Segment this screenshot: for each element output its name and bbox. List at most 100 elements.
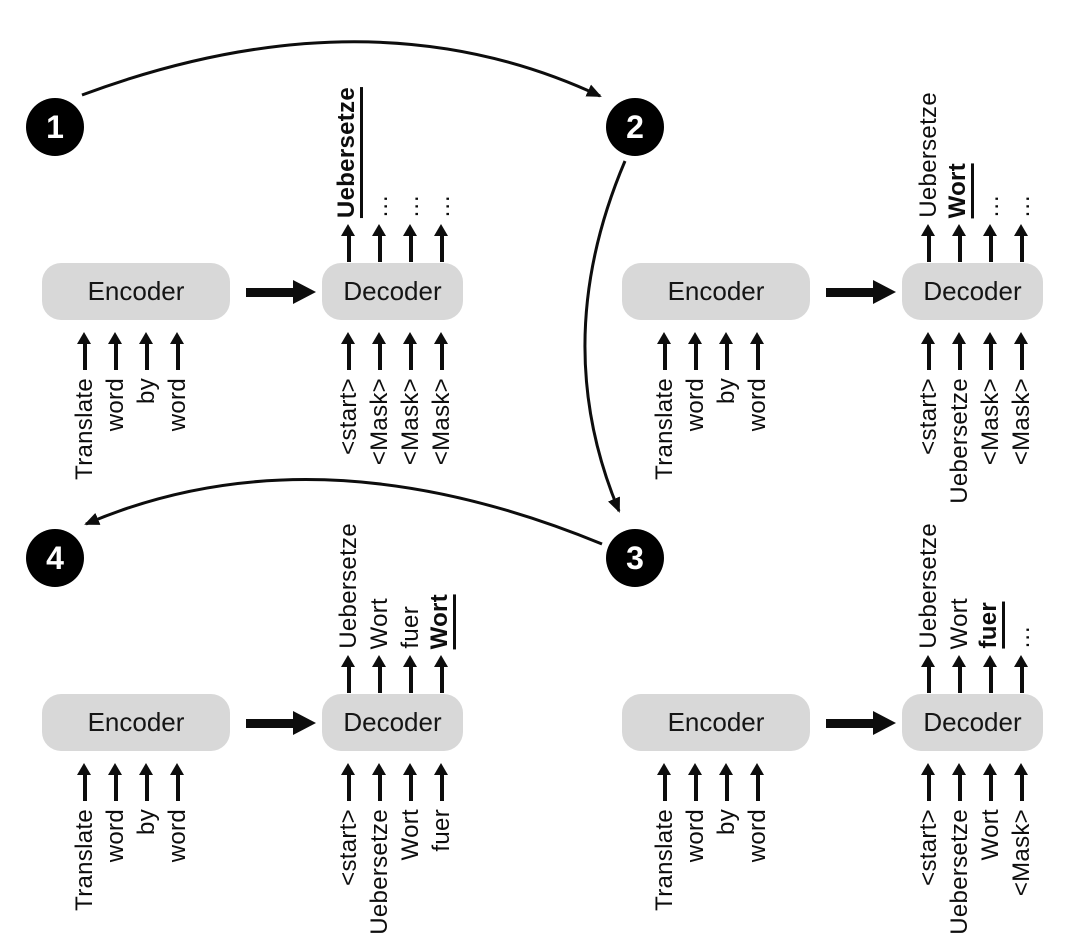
decoder-outputs: Uebersetze … … … [333, 0, 457, 262]
step-number: 4 [46, 540, 64, 576]
decoder-output-token: … [364, 194, 395, 262]
up-arrow-icon [341, 655, 356, 693]
arrow-shaft [246, 288, 293, 297]
decoder-input-token: <Mask> [1006, 332, 1037, 504]
up-arrow-icon [952, 655, 967, 693]
encoder-input-token: word [680, 332, 711, 480]
step-panel-1: 1 Encoder Decoder Uebersetze … … [0, 0, 540, 480]
decoder-output-token: fuer [395, 606, 426, 693]
token-label: by [712, 809, 740, 835]
step-number: 3 [626, 540, 644, 576]
token-label: … [396, 193, 424, 218]
token-label: … [427, 193, 455, 218]
decoder-output-token: Uebersetze [913, 523, 944, 693]
token-label: fuer [975, 602, 1005, 649]
arrow-head [873, 711, 896, 735]
up-arrow-icon [77, 332, 92, 370]
up-arrow-icon [921, 763, 936, 801]
up-arrow-icon [372, 332, 387, 370]
up-arrow-icon [108, 332, 123, 370]
token-label: Uebersetze [334, 523, 362, 649]
token-label: Wort [426, 593, 456, 649]
decoder-box: Decoder [322, 263, 463, 320]
decoder-input-token: Wort [395, 763, 426, 935]
up-arrow-icon [434, 655, 449, 693]
encoder-inputs: Translate word by word [69, 763, 193, 911]
up-arrow-icon [170, 763, 185, 801]
up-arrow-icon [983, 655, 998, 693]
token-label: Uebersetze [914, 523, 942, 649]
up-arrow-icon [1014, 224, 1029, 262]
encoder-input-token: by [711, 332, 742, 480]
encoder-input-token: word [100, 763, 131, 911]
up-arrow-icon [434, 763, 449, 801]
up-arrow-icon [719, 763, 734, 801]
token-label: word [743, 809, 771, 863]
decoder-outputs: Uebersetze Wort … … [913, 0, 1037, 262]
decoder-outputs: Uebersetze Wort fuer Wort [333, 431, 457, 693]
decoder-input-token: <Mask> [1006, 763, 1037, 935]
up-arrow-icon [983, 224, 998, 262]
encoder-to-decoder-arrow-icon [246, 280, 316, 305]
decoder-output-token: Uebersetze [913, 92, 944, 262]
step-badge: 4 [26, 529, 84, 587]
up-arrow-icon [921, 332, 936, 370]
token-label: Translate [70, 809, 98, 911]
step-panel-2: 2 Encoder Decoder Uebersetze Wort … [580, 0, 1080, 504]
decoder-output-token: … [395, 194, 426, 262]
decoder-input-token: <Mask> [395, 332, 426, 465]
encoder-to-decoder-arrow-icon [246, 711, 316, 736]
decoder-input-token: <start> [333, 763, 364, 935]
decoder-input-token: Wort [975, 763, 1006, 935]
token-label: <start> [334, 809, 362, 886]
decoder-input-token: <Mask> [426, 332, 457, 465]
decoder-box: Decoder [902, 263, 1043, 320]
up-arrow-icon [657, 763, 672, 801]
decoder-output-token: Uebersetze [333, 86, 364, 262]
up-arrow-icon [403, 763, 418, 801]
encoder-inputs: Translate word by word [649, 332, 773, 480]
arrow-shaft [246, 719, 293, 728]
decoder-label: Decoder [923, 276, 1022, 306]
encoder-input-token: Translate [649, 332, 680, 480]
step-badge: 3 [606, 529, 664, 587]
encoder-input-token: word [162, 763, 193, 911]
up-arrow-icon [657, 332, 672, 370]
token-label: by [132, 378, 160, 404]
decoder-label: Decoder [923, 707, 1022, 737]
token-label: word [163, 809, 191, 863]
decoder-input-token: <start> [913, 332, 944, 504]
arrow-head [293, 711, 316, 735]
encoder-box: Encoder [622, 263, 810, 320]
up-arrow-icon [688, 332, 703, 370]
decoder-label: Decoder [343, 276, 442, 306]
up-arrow-icon [139, 763, 154, 801]
step-panel-3: 3 Encoder Decoder Uebersetze Wort fuer [580, 431, 1080, 935]
decoder-inputs: <start> Uebersetze Wort fuer [333, 763, 457, 935]
token-label: Wort [976, 809, 1004, 861]
up-arrow-icon [434, 332, 449, 370]
decoder-output-token: … [1006, 625, 1037, 693]
token-label: word [101, 378, 129, 432]
decoder-box: Decoder [902, 694, 1043, 751]
encoder-input-token: word [742, 332, 773, 480]
encoder-label: Encoder [667, 707, 765, 737]
encoder-label: Encoder [667, 276, 765, 306]
decoder-output-token: Wort [426, 593, 457, 693]
decoder-box: Decoder [322, 694, 463, 751]
encoder-box: Encoder [42, 694, 230, 751]
decoder-output-token: Wort [364, 598, 395, 693]
step-number: 2 [626, 109, 644, 145]
decoder-input-token: Uebersetze [944, 763, 975, 935]
up-arrow-icon [434, 224, 449, 262]
decoder-input-token: Uebersetze [364, 763, 395, 935]
encoder-input-token: by [131, 332, 162, 480]
decoder-inputs: <start> <Mask> <Mask> <Mask> [333, 332, 457, 465]
decoder-label: Decoder [343, 707, 442, 737]
up-arrow-icon [719, 332, 734, 370]
token-label: word [743, 378, 771, 432]
decoder-output-token: Wort [944, 598, 975, 693]
up-arrow-icon [403, 655, 418, 693]
token-label: Wort [945, 597, 973, 649]
decoder-output-token: … [426, 194, 457, 262]
